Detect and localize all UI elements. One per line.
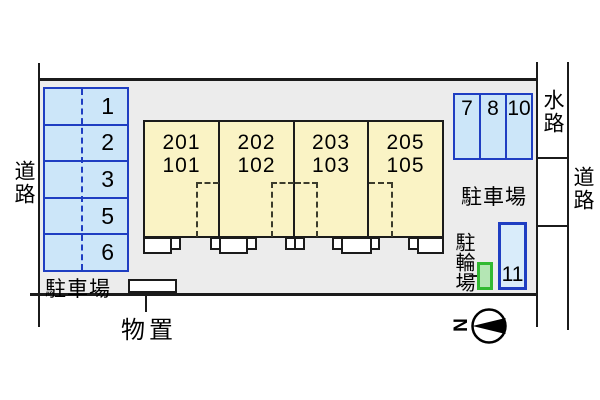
porch [341, 237, 372, 254]
right-strip-divider [538, 225, 569, 227]
parking-space-11: 11 [498, 222, 527, 290]
unit-number-lower: 102 [237, 154, 276, 177]
entrance-dashed-line [295, 182, 318, 184]
unit-number-lower: 101 [162, 154, 201, 177]
unit-separator [218, 121, 220, 237]
road-label-left: 道路 [12, 160, 35, 206]
parking-space-number: 1 [101, 92, 114, 119]
parking-space-5: 5 [45, 196, 127, 234]
porch [219, 237, 248, 254]
parking-space-8: 8 [479, 95, 505, 158]
bicycle-parking-label: 駐輪場 [452, 232, 474, 292]
unit-separator [293, 121, 295, 237]
parking-space-number: 3 [101, 165, 114, 192]
unit-label-202-102: 202 102 [220, 131, 293, 177]
shed-leader-line [145, 293, 147, 312]
parking-space-1: 1 [45, 89, 127, 124]
parking-space-3: 3 [45, 160, 127, 197]
waterway-label: 水路 [541, 89, 564, 135]
entrance-dashed-line [196, 182, 219, 184]
road-label-right: 道路 [571, 166, 594, 212]
unit-number-upper: 201 [162, 131, 201, 154]
storage-shed-label: 物置 [121, 317, 177, 344]
boundary-bottom [30, 293, 537, 296]
bicycle-parking-area [477, 262, 493, 290]
bicycle-leader-line [469, 275, 478, 277]
parking-space-number: 7 [461, 97, 473, 120]
entrance-dashed-line [271, 182, 294, 184]
unit-number-upper: 205 [386, 131, 425, 154]
parking-space-number: 2 [101, 129, 114, 156]
parking-space-number: 11 [501, 263, 524, 286]
porch-step [170, 237, 181, 250]
entrance-dashed-line [369, 182, 393, 184]
porch [143, 237, 172, 254]
unit-label-205-105: 205 105 [369, 131, 442, 177]
unit-number-upper: 202 [237, 131, 276, 154]
unit-number-lower: 103 [311, 154, 351, 177]
parking-space-2: 2 [45, 123, 127, 161]
entrance-dashed-line [196, 182, 198, 237]
storage-shed [128, 279, 177, 293]
parking-column-left: 1 2 3 5 6 [43, 87, 129, 272]
entrance-dashed-line [391, 182, 393, 237]
unit-number-upper: 203 [311, 131, 351, 154]
porch [417, 237, 444, 254]
parking-space-number: 5 [101, 202, 114, 229]
unit-label-201-101: 201 101 [145, 131, 218, 177]
compass-icon [471, 308, 507, 344]
waterway-divider [538, 157, 567, 159]
parking-lot-label-right: 駐車場 [461, 186, 527, 209]
parking-space-number: 10 [507, 97, 531, 120]
unit-number-lower: 105 [386, 154, 425, 177]
boundary-right-outer [567, 62, 569, 330]
parking-space-6: 6 [45, 233, 127, 270]
porch-step [370, 237, 380, 250]
parking-row-top-right: 7 8 10 [453, 93, 533, 160]
entrance-dashed-line [316, 182, 318, 237]
unit-label-203-103: 203 103 [295, 131, 367, 177]
parking-space-number: 6 [101, 239, 114, 266]
porch-step [246, 237, 257, 250]
parking-lot-label-left: 駐車場 [45, 278, 111, 301]
boundary-left [38, 63, 40, 327]
parking-space-10: 10 [505, 95, 531, 158]
entrance-dashed-line [271, 182, 273, 237]
boundary-top [39, 78, 537, 81]
parking-space-number: 8 [487, 97, 499, 120]
boundary-right-inner [536, 62, 538, 327]
parking-space-7: 7 [455, 95, 479, 158]
parking-column-dashed-line [81, 89, 83, 270]
unit-separator [367, 121, 369, 237]
porch-step [294, 237, 305, 250]
